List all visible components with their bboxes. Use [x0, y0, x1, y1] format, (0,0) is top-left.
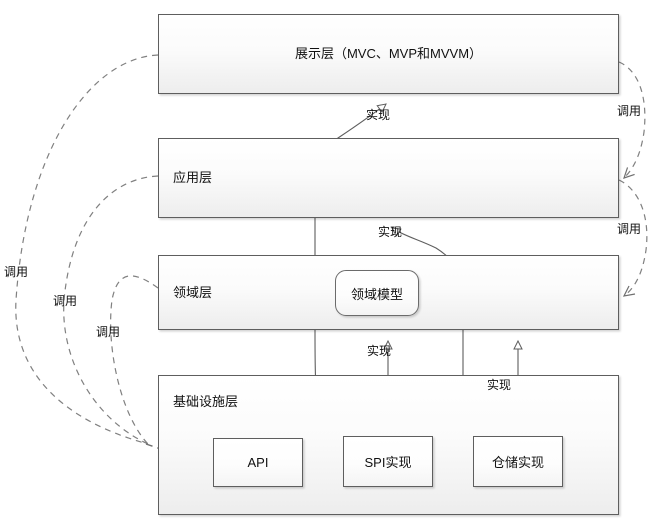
- node-domain-model[interactable]: 领域模型: [335, 270, 419, 316]
- edge-label-impl-domain-repository: 实现: [487, 378, 512, 392]
- layer-application[interactable]: 应用层: [158, 138, 619, 218]
- edge-application-to-domain: [618, 179, 648, 297]
- layer-presentation[interactable]: 展示层（MVC、MVP和MVVM）: [158, 14, 619, 94]
- layer-presentation-label: 展示层（MVC、MVP和MVVM）: [294, 46, 483, 61]
- node-spi-impl[interactable]: SPI实现: [343, 436, 433, 487]
- layer-application-label: 应用层: [173, 170, 213, 185]
- edge-presentation-to-application: [618, 61, 646, 179]
- edge-label-call-right-domain: 调用: [617, 222, 642, 236]
- edge-label-call-right-application: 调用: [617, 104, 642, 118]
- node-api[interactable]: API: [213, 438, 303, 487]
- edge-label-call-left-application: 调用: [53, 294, 78, 308]
- edge-label-call-left-domain: 调用: [96, 325, 121, 339]
- layer-domain-label: 领域层: [173, 284, 213, 300]
- edge-label-impl-domain-spi: 实现: [367, 344, 392, 358]
- edge-label-impl-presentation: 实现: [366, 108, 391, 122]
- node-repository-impl[interactable]: 仓储实现: [473, 436, 563, 487]
- edge-label-impl-application: 实现: [378, 225, 403, 239]
- edge-presentation-to-api: [15, 54, 159, 445]
- edge-domain-to-api: [110, 275, 159, 445]
- layer-infrastructure-label: 基础设施层: [173, 394, 239, 409]
- edge-label-call-left-presentation: 调用: [4, 265, 29, 279]
- edge-application-to-api: [63, 175, 159, 445]
